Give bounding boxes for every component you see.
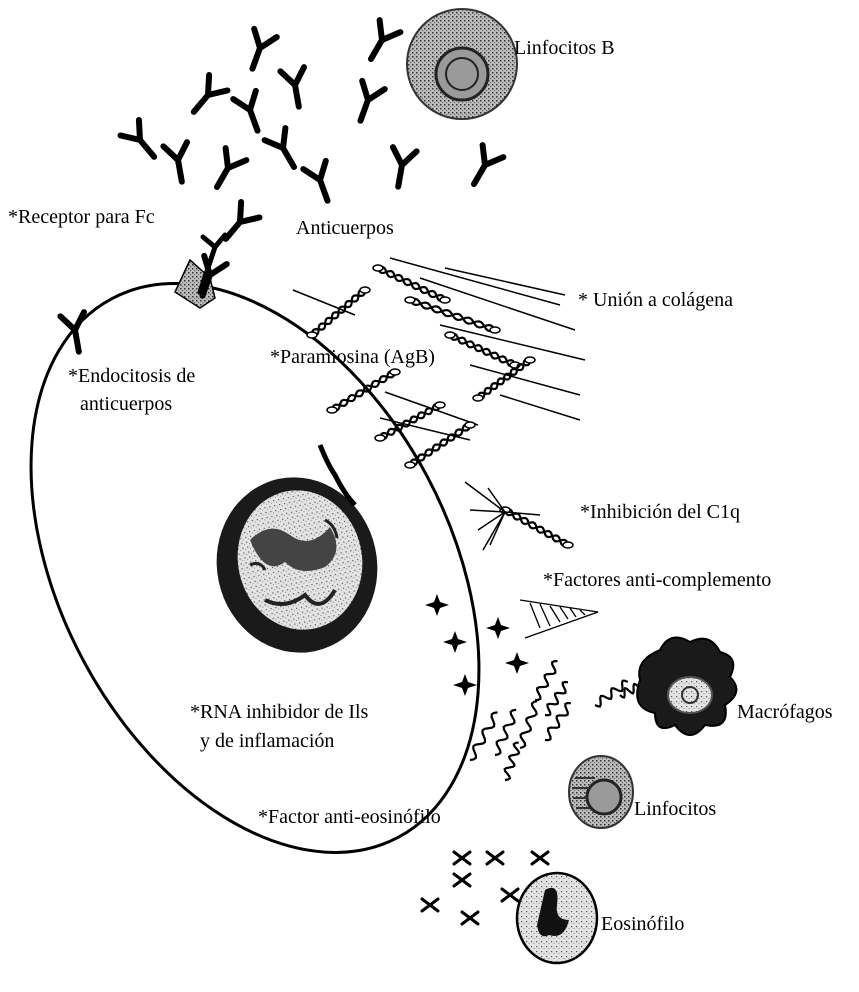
paramyosin-rod: [405, 422, 475, 468]
label-paramiosina: *Paramiosina (AgB): [270, 346, 435, 368]
labels: Linfocitos B *Receptor para Fc Anticuerp…: [8, 37, 833, 935]
label-inhibicion-c1q: *Inhibición del C1q: [580, 501, 740, 523]
label-receptor-fc: *Receptor para Fc: [8, 206, 155, 228]
antibody-icon: [233, 91, 269, 135]
label-union-colagena: * Unión a colágena: [578, 289, 733, 311]
paramyosin-rod: [473, 357, 535, 401]
star-molecule-icon: [443, 631, 467, 653]
x-mark-icon: [487, 852, 503, 864]
paramyosin-rod: [445, 332, 520, 368]
star-molecule-icon: [425, 594, 449, 616]
protoscolex: [200, 445, 393, 668]
label-factor-antieosinofilo: *Factor anti-eosinófilo: [258, 806, 441, 828]
eosinophil-cell: [517, 873, 597, 963]
star-molecule-icon: [486, 617, 510, 639]
antibody-icon: [121, 120, 164, 165]
antibody-icon: [265, 128, 305, 173]
antibody-icon: [349, 81, 385, 125]
lymphocyte-cell: [569, 756, 633, 828]
label-endocitosis-1: *Endocitosis de: [68, 365, 195, 387]
label-rna-1: *RNA inhibidor de Ils: [190, 701, 369, 723]
b-lymphocyte-cell: [407, 9, 517, 119]
paramyosin-rod: [327, 369, 400, 413]
star-molecule-icon: [453, 674, 477, 696]
antibody-icon: [163, 142, 193, 184]
antibody-icon: [464, 145, 504, 190]
label-factores-anticomplemento: *Factores anti-complemento: [543, 569, 771, 591]
rna-strand: [491, 708, 519, 757]
label-linfocitos: Linfocitos: [634, 798, 716, 820]
macrophage-cell: [637, 638, 736, 736]
antibody-icon: [241, 29, 277, 73]
x-mark-icon: [454, 852, 470, 864]
label-endocitosis-2: anticuerpos: [80, 393, 172, 415]
antibody-icon: [280, 67, 310, 109]
star-molecule-icon: [505, 652, 529, 674]
label-macrofagos: Macrófagos: [737, 701, 833, 723]
paramyosin-rod: [307, 287, 370, 338]
antibody-icon: [361, 20, 401, 65]
label-linfocitos-b: Linfocitos B: [514, 37, 615, 59]
antibody-icon: [207, 148, 247, 193]
antibody-icon: [386, 147, 416, 189]
rna-strand: [516, 700, 541, 750]
rna-strand: [532, 659, 561, 702]
label-anticuerpos: Anticuerpos: [296, 217, 394, 239]
rna-strand: [501, 741, 522, 781]
label-rna-2: y de inflamación: [200, 730, 334, 752]
label-eosinofilo: Eosinófilo: [601, 913, 684, 935]
x-mark-icon: [462, 912, 478, 924]
x-mark-icon: [502, 889, 518, 901]
anti-complement-factor-icon: [520, 600, 598, 638]
antibody-icon: [185, 75, 228, 120]
c1q-icon: [465, 482, 540, 550]
x-mark-icon: [532, 852, 548, 864]
antibody-icon: [217, 202, 260, 247]
paramyosin-rod: [375, 402, 445, 441]
antibody-icon: [303, 161, 339, 205]
x-mark-icon: [454, 874, 470, 886]
x-mark-icon: [422, 899, 438, 911]
